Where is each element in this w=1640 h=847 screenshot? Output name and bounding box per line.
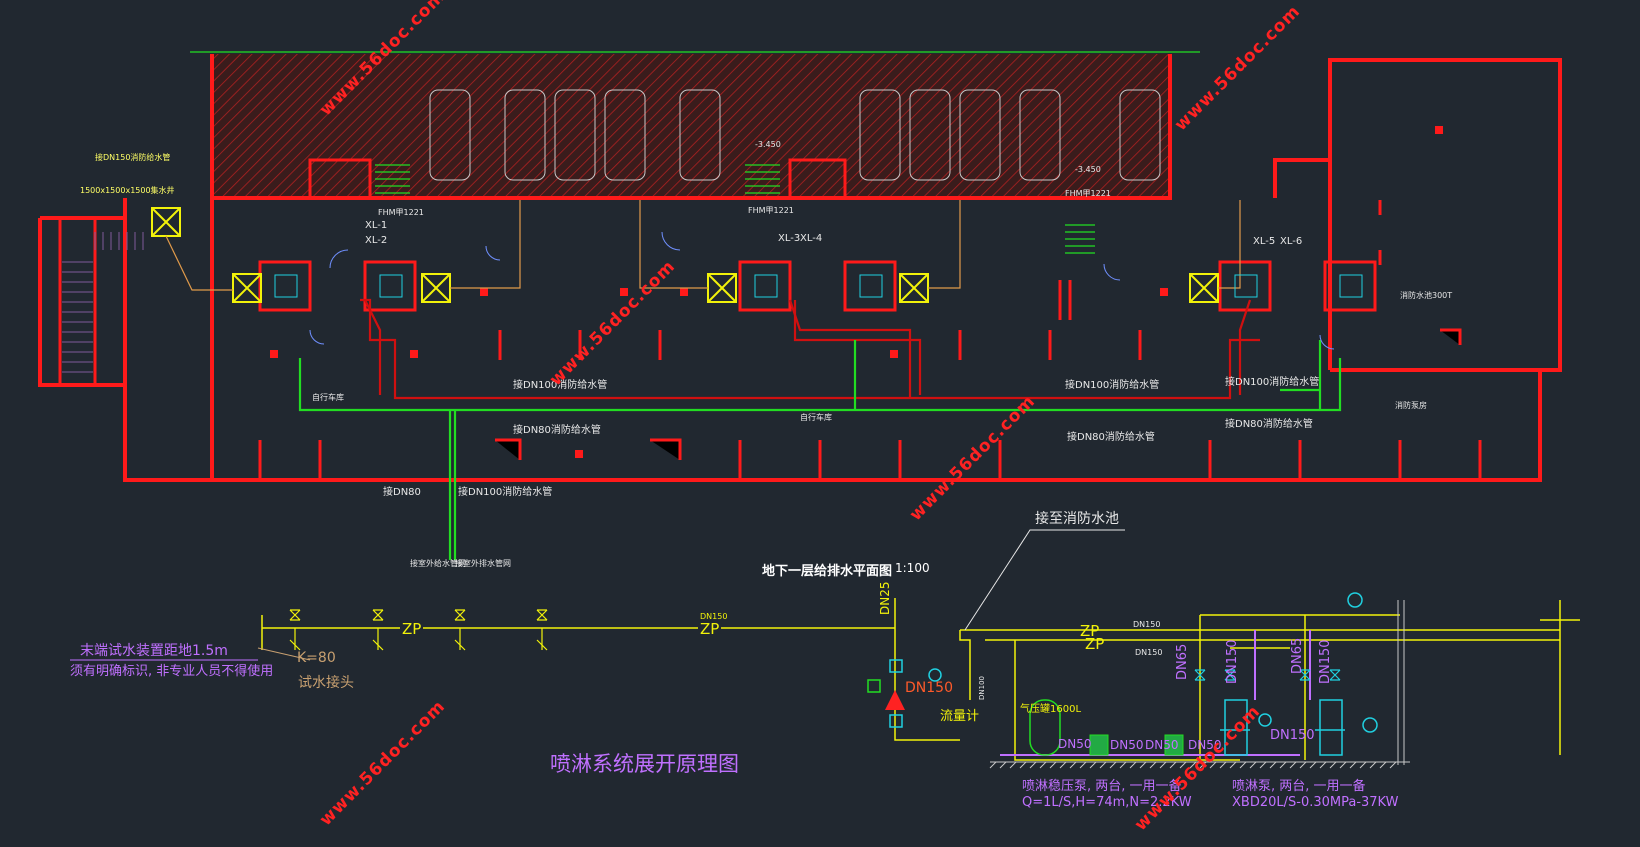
label-xl5: XL-5 <box>1253 236 1276 247</box>
label-connect-pool: 接至消防水池 <box>1035 511 1119 527</box>
label-zp-3: ZP <box>1080 622 1100 640</box>
label-dn100-small: DN100 <box>978 676 986 700</box>
plan-scale: 1:100 <box>895 561 930 575</box>
label-zp-1: ZP <box>400 620 424 638</box>
label-elev-2: -3.450 <box>1075 165 1101 174</box>
label-dn150-pump: DN150 <box>1270 728 1315 743</box>
label-xl6: XL-6 <box>1280 236 1303 247</box>
label-dn100-a: 接DN100消防给水管 <box>513 380 608 391</box>
label-elev-1: -3.450 <box>755 140 781 149</box>
label-room-1: 自行车库 <box>312 393 344 402</box>
label-pump-room: 消防泵房 <box>1395 401 1427 410</box>
pump1-line-1: 喷淋稳压泵, 两台, 一用一备 <box>1022 779 1182 794</box>
label-fire-pool: 消防水池300T <box>1400 291 1453 300</box>
label-dn50-1: DN50 <box>1058 737 1092 751</box>
label-dn150-h1: DN150 <box>1133 620 1161 629</box>
label-fhm-3: FHM甲1221 <box>1065 189 1111 198</box>
schematic-title: 喷淋系统展开原理图 <box>550 752 739 776</box>
label-sump: 1500x1500x1500集水井 <box>80 186 175 195</box>
pump2-line-2: XBD20L/S-0.30MPa-37KW <box>1232 795 1399 810</box>
sprinkler-schematic <box>70 529 1580 769</box>
label-zp-4: ZP <box>1085 635 1105 653</box>
label-dn65-2: DN65 <box>1290 637 1305 674</box>
label-dn100-bottom: 接DN100消防给水管 <box>458 487 553 498</box>
label-zp-2: ZP <box>698 620 722 638</box>
plan-title: 地下一层给排水平面图 <box>762 564 893 579</box>
hatched-parking-zone <box>212 54 1170 197</box>
label-dn80-a: 接DN80消防给水管 <box>513 425 601 436</box>
label-dn100-b: 接DN100消防给水管 <box>1065 380 1160 391</box>
label-xl4: XL-4 <box>800 233 823 244</box>
label-dn150-v2: DN150 <box>1318 639 1333 684</box>
label-test-joint: 试水接头 <box>298 675 354 691</box>
label-dn65-1: DN65 <box>1175 643 1190 680</box>
label-k-value: K=80 <box>297 650 336 666</box>
label-dn100-c: 接DN100消防给水管 <box>1225 377 1320 388</box>
pump1-line-2: Q=1L/S,H=74m,N=2.2KW <box>1022 795 1192 810</box>
label-dn150-feed: 接DN150消防给水管 <box>95 153 171 162</box>
label-dn80-c: 接DN80消防给水管 <box>1225 419 1313 430</box>
label-tank: 气压罐1600L <box>1020 704 1082 715</box>
label-outlet-a: 接室外给水管网 <box>410 559 466 568</box>
label-dn150-v1: DN150 <box>1225 639 1240 684</box>
label-room-2: 自行车库 <box>800 413 832 422</box>
label-dn50-4: DN50 <box>1188 738 1222 752</box>
label-xl3: XL-3 <box>778 233 801 244</box>
label-dn50-2: DN50 <box>1110 738 1144 752</box>
label-dn150-top: DN150 <box>700 612 728 621</box>
note-line-1: 末端试水装置距地1.5m <box>80 643 228 659</box>
note-line-2: 须有明确标识, 非专业人员不得使用 <box>70 664 274 679</box>
label-dn150-h2: DN150 <box>1135 648 1163 657</box>
label-dn80-b: 接DN80消防给水管 <box>1067 432 1155 443</box>
label-dn80-bottom: 接DN80 <box>383 487 421 498</box>
label-dn150-valve: DN150 <box>905 680 953 696</box>
label-xl2: XL-2 <box>365 235 388 246</box>
floor-plan <box>38 51 1562 560</box>
label-dn25: DN25 <box>878 581 892 616</box>
label-dn50-3: DN50 <box>1145 738 1179 752</box>
pump2-line-1: 喷淋泵, 两台, 一用一备 <box>1232 779 1366 794</box>
label-flowmeter: 流量计 <box>940 709 980 724</box>
label-fhm-1: FHM甲1221 <box>378 208 424 217</box>
label-fhm-2: FHM甲1221 <box>748 206 794 215</box>
label-xl1: XL-1 <box>365 220 388 231</box>
label-outlet-b: 接室外排水管网 <box>455 559 511 568</box>
